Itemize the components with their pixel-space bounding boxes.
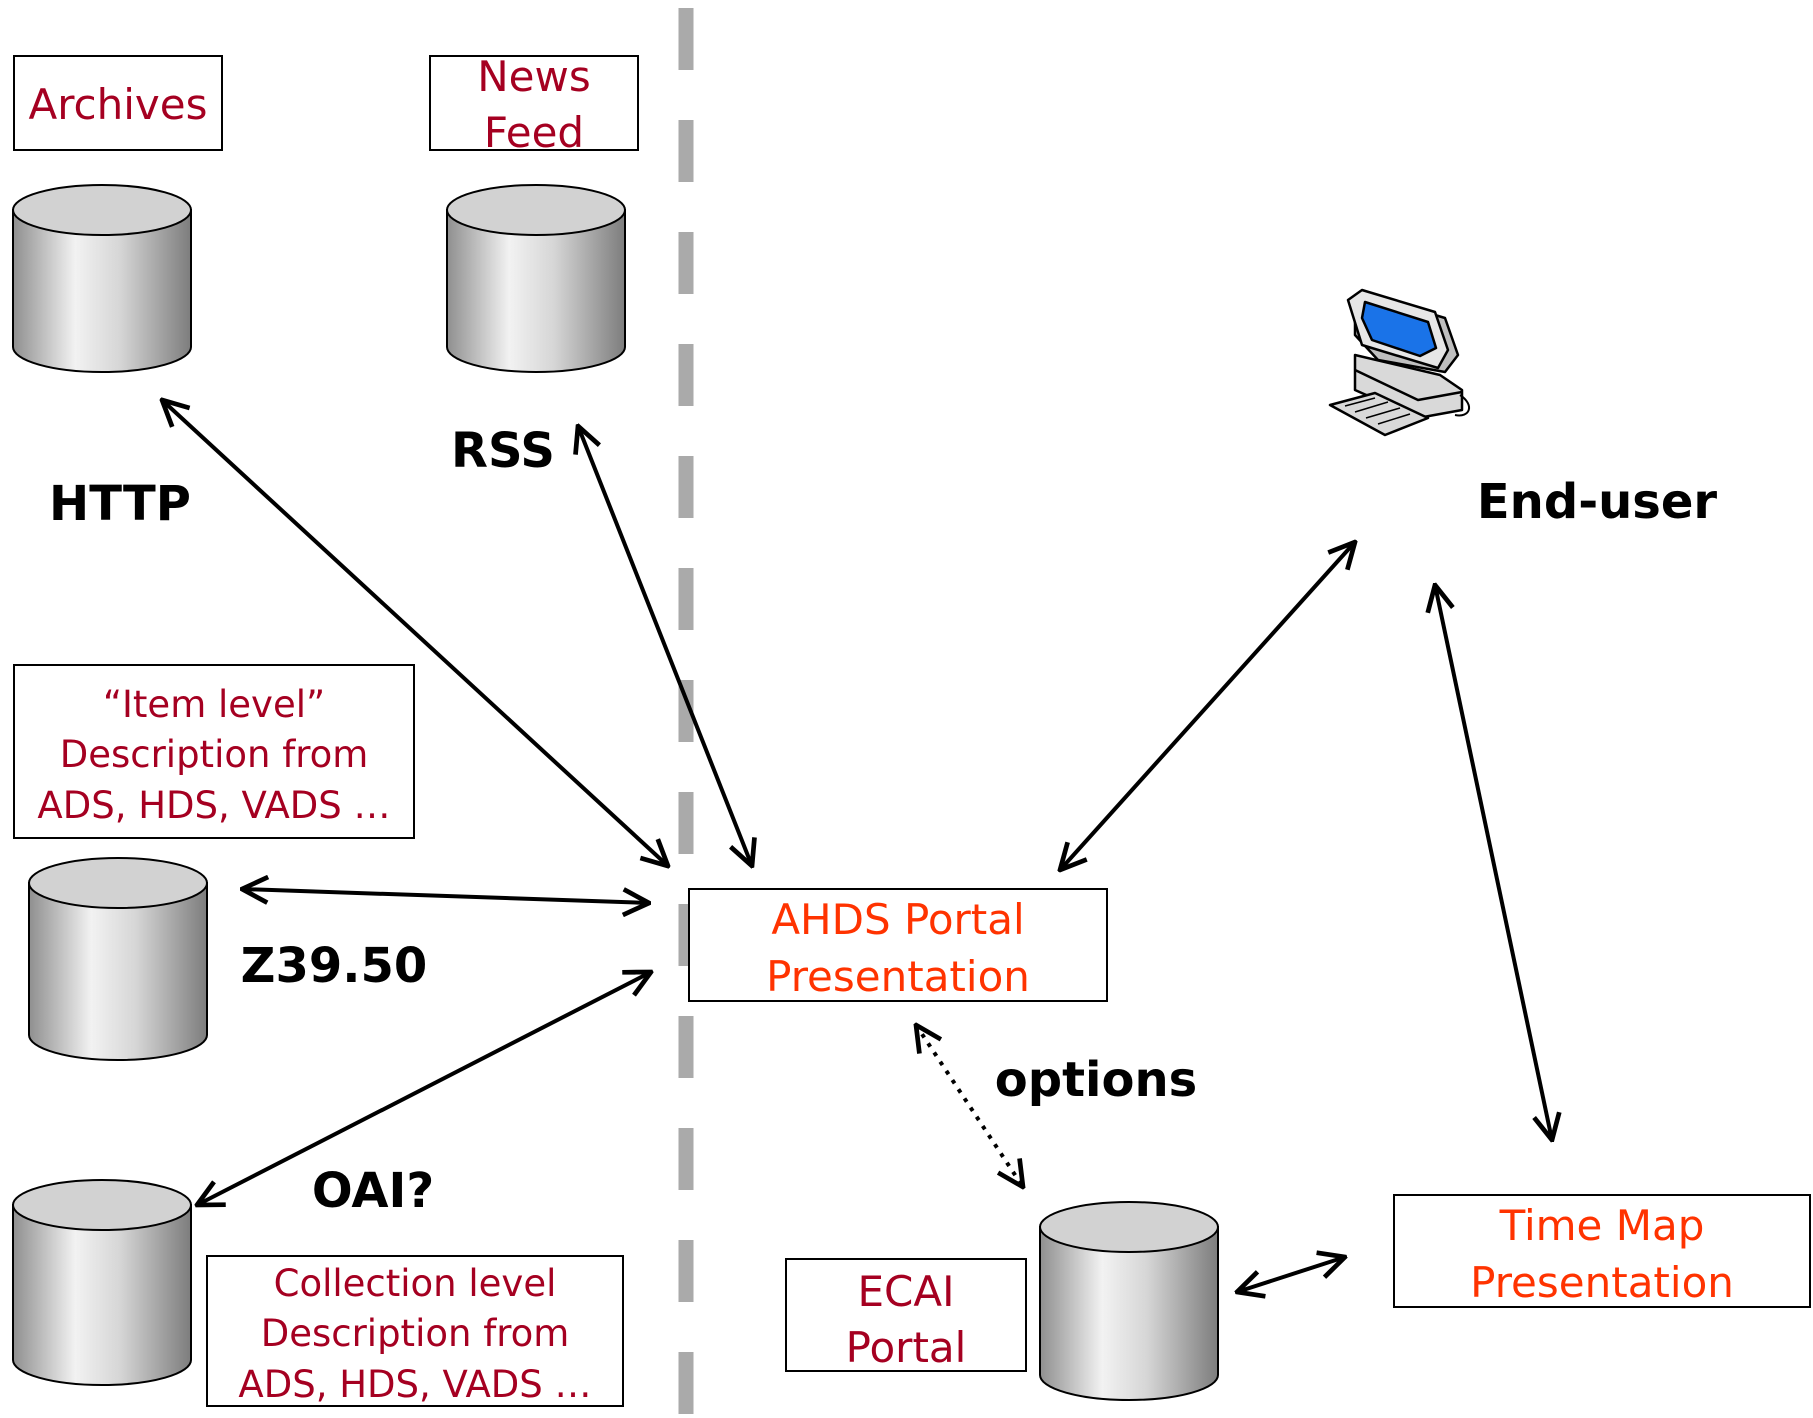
news-feed-box: News Feed — [429, 52, 639, 157]
collection-level-label-line2: Description from — [261, 1312, 570, 1355]
item-level-database-icon — [28, 857, 208, 1061]
end-user-portal-arrow — [1060, 542, 1355, 870]
ecai-portal-label-line2: Portal — [846, 1323, 967, 1372]
end-user-label: End-user — [1477, 474, 1718, 530]
computer-icon — [1328, 288, 1470, 437]
oai-label: OAI? — [312, 1163, 434, 1219]
collection-level-box: Collection level Description from ADS, H… — [206, 1255, 624, 1407]
news-feed-label-line1: News — [477, 52, 591, 101]
z3950-label: Z39.50 — [241, 938, 428, 994]
news-feed-label-line2: Feed — [484, 108, 584, 157]
options-label: options — [995, 1052, 1197, 1108]
rss-label: RSS — [451, 423, 555, 479]
ecai-timemap-arrow — [1237, 1257, 1345, 1292]
rss-arrow — [578, 426, 752, 866]
ahds-portal-label-line2: Presentation — [766, 952, 1030, 1001]
collection-level-database-icon — [12, 1179, 192, 1386]
item-level-label-line2: Description from — [60, 733, 369, 776]
time-map-label-line1: Time Map — [1499, 1201, 1705, 1250]
ahds-portal-box: AHDS Portal Presentation — [688, 888, 1108, 1002]
item-level-box: “Item level” Description from ADS, HDS, … — [13, 664, 415, 839]
end-user-timemap-arrow — [1435, 585, 1552, 1140]
newsfeed-database-icon — [446, 184, 626, 373]
time-map-box: Time Map Presentation — [1393, 1194, 1811, 1308]
z3950-arrow — [242, 889, 649, 903]
time-map-label-line2: Presentation — [1470, 1258, 1734, 1307]
archives-label: Archives — [28, 80, 207, 129]
collection-level-label-line1: Collection level — [274, 1262, 557, 1305]
archives-database-icon — [12, 184, 192, 373]
item-level-label-line1: “Item level” — [103, 683, 325, 726]
ahds-portal-label-line1: AHDS Portal — [771, 895, 1024, 944]
collection-level-label-line3: ADS, HDS, VADS … — [238, 1363, 591, 1406]
ecai-database-icon — [1039, 1201, 1219, 1401]
oai-arrow — [197, 972, 651, 1205]
ecai-portal-label-line1: ECAI — [858, 1267, 955, 1316]
archives-box: Archives — [13, 55, 223, 151]
ecai-portal-box: ECAI Portal — [785, 1258, 1027, 1372]
item-level-label-line3: ADS, HDS, VADS … — [37, 784, 390, 827]
http-label: HTTP — [49, 476, 191, 532]
